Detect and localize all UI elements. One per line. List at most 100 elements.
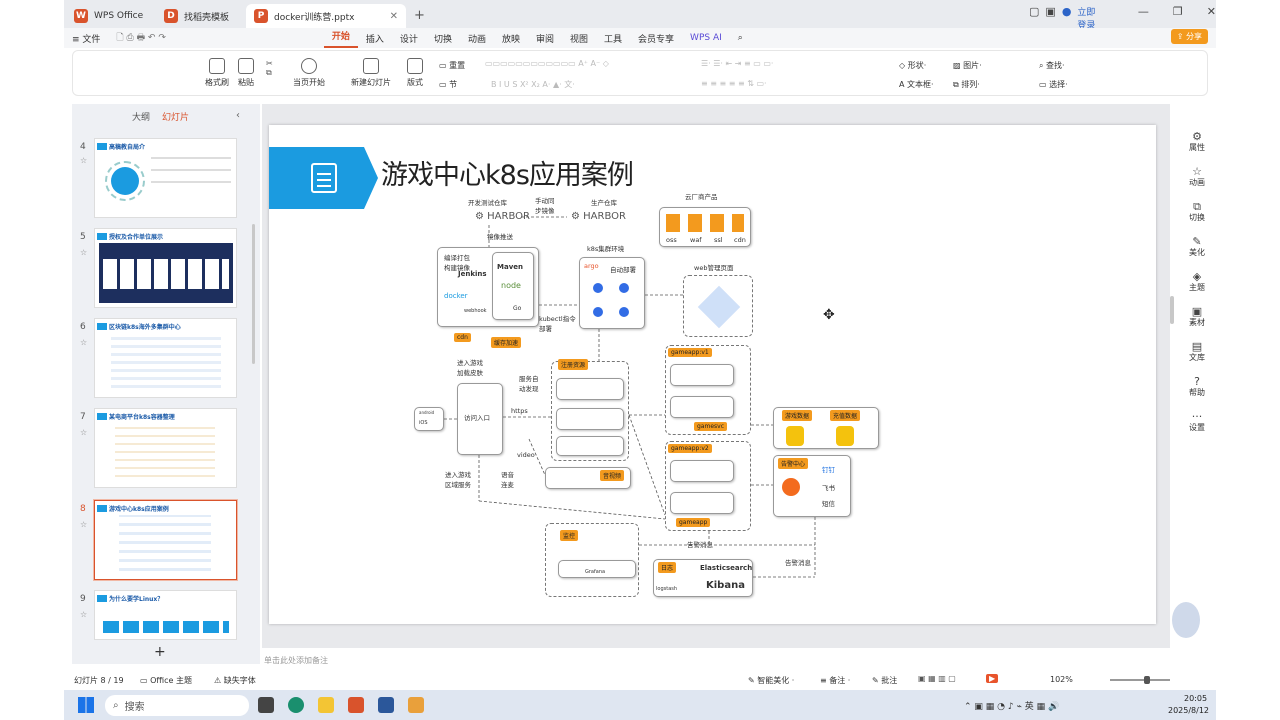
menu-member[interactable]: 会员专享 bbox=[638, 34, 675, 45]
tray-icons[interactable]: ⌃ ▣ ▦ ◔ ♪ ⌁ 英 ▦ 🔊 bbox=[964, 702, 1060, 712]
slide-thumbnail-6[interactable]: 区块链k8s海外多集群中心 bbox=[94, 318, 237, 398]
menu-slideshow[interactable]: 放映 bbox=[501, 34, 520, 45]
slide-thumbnail-9[interactable]: 为什么要学Linux？ bbox=[94, 590, 237, 640]
quick-icons[interactable]: 🗋 ⎙ 🖶 ↶ ↷ bbox=[116, 33, 166, 43]
menu-tools[interactable]: 工具 bbox=[604, 34, 623, 45]
star-icon[interactable]: ☆ bbox=[80, 610, 88, 619]
star-icon[interactable]: ☆ bbox=[80, 156, 88, 165]
format-painter-button[interactable]: 格式刷 bbox=[205, 58, 229, 88]
minimize-icon[interactable]: — bbox=[1137, 5, 1149, 18]
comment-toggle[interactable]: ✎ 批注 bbox=[872, 676, 898, 685]
taskbar-search[interactable]: ⌕搜索 bbox=[105, 695, 249, 716]
cut-icon[interactable]: ✂⧉ bbox=[266, 59, 273, 77]
avatar[interactable]: ● bbox=[1061, 5, 1072, 18]
new-tab-button[interactable]: + bbox=[414, 8, 425, 23]
sidebar-library[interactable]: ▤文库 bbox=[1189, 340, 1205, 362]
zoom-level[interactable]: 102% bbox=[1050, 675, 1073, 684]
play-current-button[interactable]: 当页开始 bbox=[293, 58, 325, 88]
node-logo: node bbox=[501, 281, 521, 290]
slide-thumbnail-5[interactable]: 授权及合作单位展示 bbox=[94, 228, 237, 308]
menu-transition[interactable]: 切换 bbox=[433, 34, 452, 45]
edge-icon[interactable] bbox=[288, 697, 304, 713]
zoom-slider[interactable] bbox=[1110, 676, 1170, 684]
skin-icon[interactable]: ▢ bbox=[1029, 5, 1040, 18]
tab-outline[interactable]: 大纲 bbox=[132, 113, 151, 123]
share-button[interactable]: ⇪ 分享 bbox=[1170, 29, 1208, 44]
shape-button[interactable]: ◇ 形状· bbox=[899, 61, 927, 70]
wps-taskbar-icon[interactable] bbox=[348, 697, 364, 713]
font-controls[interactable]: ▭▭▭▭▭▭▭▭▭▭▭▭ A⁺ A⁻ ◇ bbox=[485, 59, 609, 68]
sidebar-properties[interactable]: ⚙属性 bbox=[1189, 130, 1205, 152]
menu-insert[interactable]: 插入 bbox=[365, 34, 384, 45]
explorer-icon[interactable] bbox=[318, 697, 334, 713]
sidebar-beautify[interactable]: ✎美化 bbox=[1189, 235, 1205, 257]
slide-thumbnail-7[interactable]: 某电商平台k8s容器整理 bbox=[94, 408, 237, 488]
star-icon[interactable]: ☆ bbox=[80, 520, 88, 529]
maximize-icon[interactable]: ❐ bbox=[1172, 5, 1183, 18]
menu-design[interactable]: 设计 bbox=[399, 34, 418, 45]
menu-animation[interactable]: 动画 bbox=[467, 34, 486, 45]
notes-toggle[interactable]: ≡ 备注 · bbox=[820, 676, 851, 685]
cursor-icon: ✥ bbox=[823, 307, 835, 323]
textbox-button[interactable]: A 文本框· bbox=[899, 80, 934, 89]
picture-button[interactable]: ▨ 图片· bbox=[953, 61, 982, 70]
collapse-panel-icon[interactable]: ‹ bbox=[236, 110, 240, 121]
theme-name[interactable]: ▭ Office 主题 bbox=[140, 676, 193, 685]
menu-wps-ai[interactable]: WPS AI bbox=[690, 33, 722, 43]
play-button[interactable]: ▶ bbox=[986, 674, 999, 683]
view-buttons[interactable]: ▣ ▦ ▥ ▢ bbox=[918, 674, 956, 683]
close-window-icon[interactable]: ✕ bbox=[1206, 5, 1216, 18]
task-view-icon[interactable] bbox=[258, 697, 274, 713]
section-button[interactable]: ▭ 节 bbox=[439, 80, 458, 89]
panel-scrollbar[interactable] bbox=[252, 224, 255, 364]
slide-thumbnail-8[interactable]: 游戏中心k8s应用案例 bbox=[94, 500, 237, 580]
layout-icon[interactable]: ▣ bbox=[1045, 5, 1056, 18]
clock-time[interactable]: 20:05 bbox=[1184, 694, 1208, 703]
sidebar-assets[interactable]: ▣素材 bbox=[1189, 305, 1205, 327]
sidebar-transition[interactable]: ⧉切换 bbox=[1189, 200, 1205, 222]
smart-beautify-button[interactable]: ✎ 智能美化 · bbox=[748, 676, 795, 685]
menu-home[interactable]: 开始 bbox=[323, 28, 358, 48]
menu-view[interactable]: 视图 bbox=[570, 34, 589, 45]
beautify-icon: ✎ bbox=[1192, 235, 1202, 248]
sidebar-settings[interactable]: ···设置 bbox=[1189, 410, 1205, 432]
clock-date[interactable]: 2025/8/12 bbox=[1168, 706, 1210, 715]
font-style-controls[interactable]: B I U S X² X₂ A· ▲· 文· bbox=[491, 80, 575, 89]
tab-slides[interactable]: 幻灯片 bbox=[162, 113, 190, 123]
new-slide-button[interactable]: 新建幻灯片 bbox=[351, 58, 391, 88]
assistant-icon[interactable] bbox=[1172, 602, 1200, 638]
slide-canvas[interactable]: 游戏中心k8s应用案例 开发测试仓库 ⚙ HARBOR 手动同 步镜像 生产仓库… bbox=[269, 125, 1156, 624]
sidebar-theme[interactable]: ◈主题 bbox=[1189, 270, 1205, 292]
login-button[interactable]: 立即登录 bbox=[1077, 8, 1096, 31]
find-button[interactable]: ⌕ 查找· bbox=[1039, 61, 1065, 70]
star-icon[interactable]: ☆ bbox=[80, 338, 88, 347]
arrange-button[interactable]: ⧉ 排列· bbox=[953, 80, 980, 89]
paste-button[interactable]: 粘贴 bbox=[238, 58, 254, 88]
app-icon-2[interactable] bbox=[408, 697, 424, 713]
windows-start-icon[interactable] bbox=[78, 697, 94, 713]
star-icon[interactable]: ☆ bbox=[80, 428, 88, 437]
search-icon[interactable]: ⌕ bbox=[737, 33, 743, 43]
close-icon[interactable]: ✕ bbox=[389, 10, 398, 22]
alert-msg-label: 告警消息 bbox=[687, 541, 713, 549]
star-icon[interactable]: ☆ bbox=[80, 248, 88, 257]
layout-button[interactable]: 版式 bbox=[407, 58, 423, 88]
menu-review[interactable]: 审阅 bbox=[535, 34, 554, 45]
missing-font[interactable]: ⚠ 缺失字体 bbox=[214, 676, 256, 685]
canvas-scrollbar[interactable] bbox=[1170, 296, 1174, 324]
taskbar: ⌕搜索 ⌃ ▣ ▦ ◔ ♪ ⌁ 英 ▦ 🔊 20:05 2025/8/12 bbox=[64, 690, 1216, 720]
app-icon[interactable] bbox=[378, 697, 394, 713]
align-controls[interactable]: ≡ ≡ ≡ ≡ ≡ ⇅ ▭· bbox=[701, 79, 767, 88]
reset-button[interactable]: ▭ 重置 bbox=[439, 61, 466, 70]
sidebar-animation[interactable]: ☆动画 bbox=[1189, 165, 1205, 187]
sidebar-help[interactable]: ?帮助 bbox=[1189, 375, 1205, 397]
notes-placeholder[interactable]: 单击此处添加备注 bbox=[264, 656, 328, 665]
add-slide-button[interactable]: + bbox=[154, 644, 166, 660]
slide-thumbnail-4[interactable]: 高稿教自局介 bbox=[94, 138, 237, 218]
menu-file[interactable]: ≡ 文件 bbox=[72, 34, 101, 45]
select-button[interactable]: ▭ 选择· bbox=[1039, 80, 1068, 89]
paragraph-controls[interactable]: ☰· ☰· ⇤ ⇥ ≡ ▭ ▭· bbox=[701, 59, 774, 68]
